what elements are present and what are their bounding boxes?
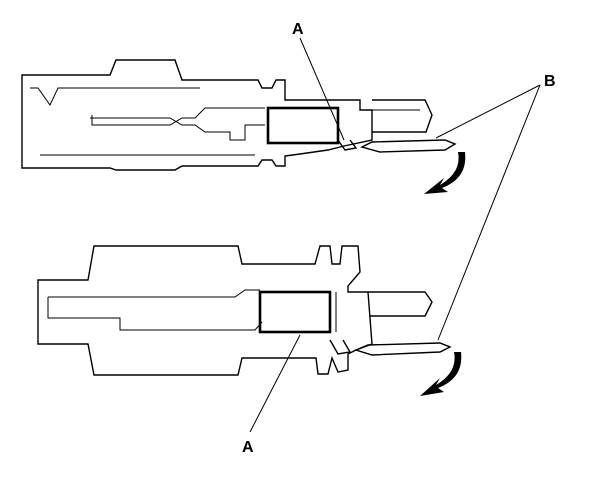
bottom-connector [37, 245, 452, 376]
curved-arrow-icon [424, 152, 466, 194]
label-b: B [544, 73, 556, 90]
label-a-bottom: A [242, 439, 254, 456]
curved-arrow-icon [420, 352, 462, 396]
label-a-top: A [292, 21, 304, 38]
leader-lines [249, 37, 541, 433]
top-connector [21, 59, 457, 171]
